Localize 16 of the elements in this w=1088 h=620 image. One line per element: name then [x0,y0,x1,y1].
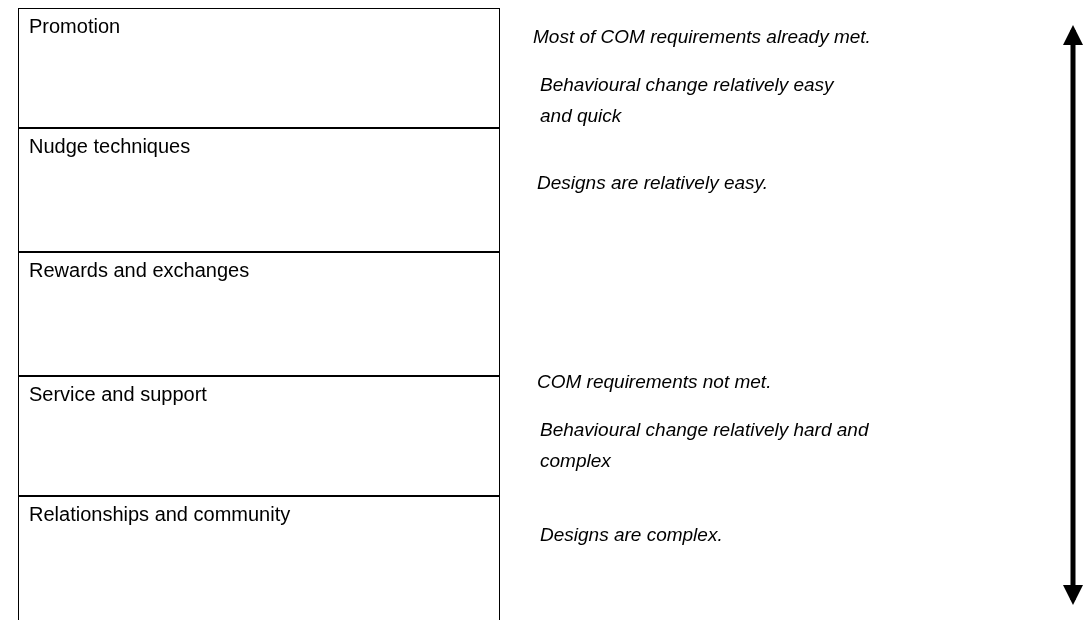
category-label: Relationships and community [29,503,291,526]
category-label: Rewards and exchanges [29,259,250,282]
note-text: Behavioural change relatively easy and quick [540,73,836,128]
category-label: Nudge techniques [29,135,191,158]
note-text: Most of COM requirements already met. [533,25,872,49]
category-box [18,496,500,620]
category-box [18,8,500,128]
category-label: Promotion [29,15,121,38]
note-text: Designs are relatively easy. [537,171,769,195]
category-box [18,376,500,496]
category-label: Service and support [29,383,207,406]
category-box [18,252,500,376]
note-text: COM requirements not met. [537,370,773,394]
note-text: Behavioural change relatively hard and complex [540,418,870,473]
category-box [18,128,500,252]
note-text: Designs are complex. [540,523,724,547]
